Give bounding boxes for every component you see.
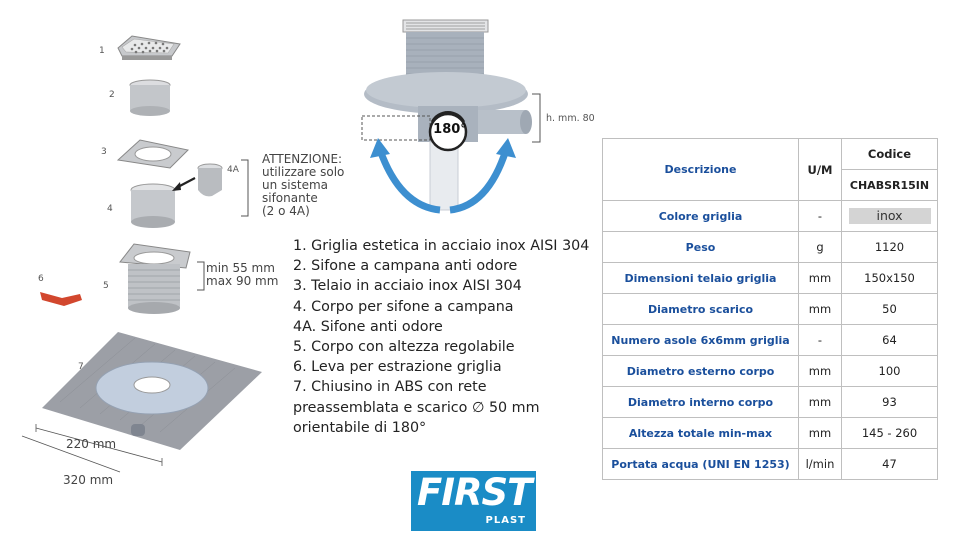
parts-list-item: 2. Sifone a campana anti odore (293, 258, 518, 275)
parts-list-item: 3. Telaio in acciaio inox AISI 304 (293, 278, 522, 295)
drain-part-7 (42, 332, 262, 450)
table-row: Dimensioni telaio griglia mm 150x150 (602, 262, 938, 294)
logo-subtitle: PLAST (485, 515, 526, 526)
frame-part-3 (116, 139, 190, 169)
rotation-label: 180° (433, 122, 467, 137)
dimension-320: 320 mm (63, 473, 114, 487)
warning-note: ATTENZIONE: utilizzare solo un sistema s… (262, 152, 345, 218)
part-label-3: 3 (101, 147, 107, 157)
parts-list-item: 1. Griglia estetica in acciaio inox AISI… (293, 238, 590, 254)
header-um: U/M (798, 138, 842, 201)
part-label-6: 6 (38, 274, 44, 284)
height-label: h. mm. 80 (546, 113, 595, 124)
parts-list-item: 6. Leva per estrazione griglia (293, 359, 502, 376)
header-descrizione: Descrizione (602, 138, 799, 201)
table-row: Numero asole 6x6mm griglia - 64 (602, 324, 938, 356)
part-label-5: 5 (103, 281, 109, 291)
logo-wordmark: FIRST (417, 471, 532, 514)
spec-table: Descrizione U/M Codice CHABSR15IN Colore… (602, 138, 938, 480)
part-label-7: 7 (78, 362, 84, 372)
part-label-4: 4 (107, 204, 113, 214)
color-swatch: inox (848, 208, 931, 224)
trap-body-part-4 (130, 183, 176, 228)
parts-list-item: 4A. Sifone anti odore (293, 318, 443, 335)
lever-part-6 (40, 292, 82, 306)
adjustable-body-part-5 (119, 243, 191, 314)
table-row: Diametro interno corpo mm 93 (602, 386, 938, 418)
part-label-1: 1 (99, 46, 105, 56)
parts-list-item: 7. Chiusino in ABS con rete preassemblat… (293, 379, 540, 436)
parts-list: 1. Griglia estetica in acciaio inox AISI… (293, 236, 593, 438)
table-row: Colore griglia - inox (602, 200, 938, 232)
table-row: Portata acqua (UNI EN 1253) l/min 47 (602, 448, 938, 480)
exploded-view-illustration (21, 35, 262, 473)
height-range-note: min 55 mm max 90 mm (206, 261, 279, 288)
header-codice: Codice (841, 138, 938, 170)
product-code: CHABSR15IN (841, 169, 938, 201)
table-row: Altezza totale min-max mm 145 - 260 (602, 417, 938, 449)
siphon-part-4a (197, 163, 223, 197)
table-row: Diametro esterno corpo mm 100 (602, 355, 938, 387)
part-label-2: 2 (109, 90, 115, 100)
grate-part-1 (117, 35, 181, 60)
parts-list-item: 5. Corpo con altezza regolabile (293, 339, 515, 356)
dimension-220: 220 mm (66, 437, 117, 451)
product-illustration (361, 19, 541, 214)
parts-list-item: 4. Corpo per sifone a campana (293, 298, 514, 315)
table-row: Diametro scarico mm 50 (602, 293, 938, 325)
bell-trap-part-2 (129, 79, 171, 116)
brand-logo: FIRST PLAST (411, 471, 536, 531)
table-row: Peso g 1120 (602, 231, 938, 263)
part-label-4a: 4A (227, 165, 239, 175)
